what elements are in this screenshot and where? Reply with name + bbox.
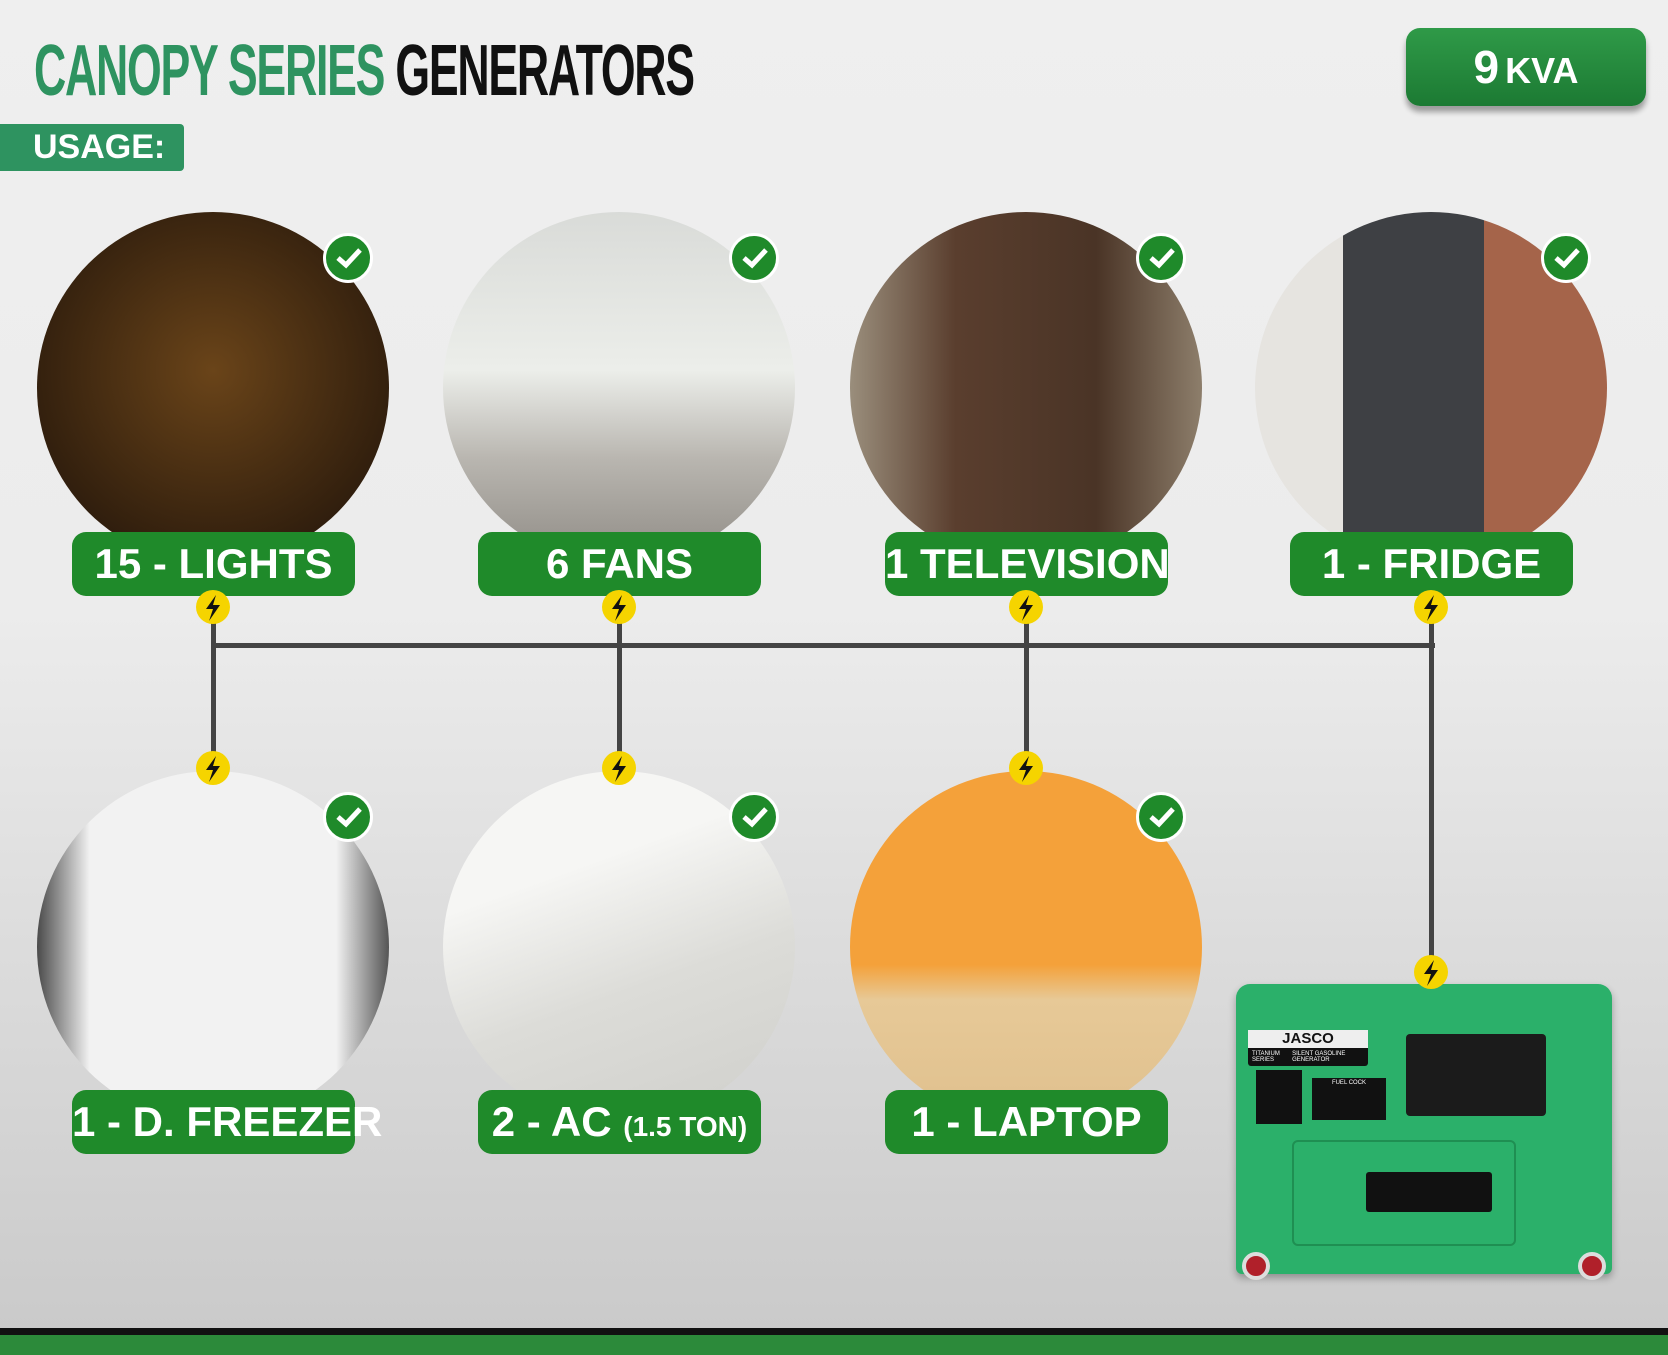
check-icon bbox=[1541, 233, 1591, 283]
check-icon bbox=[323, 792, 373, 842]
lightning-bolt-icon bbox=[602, 590, 636, 624]
footer-bar bbox=[0, 1328, 1668, 1355]
lightning-bolt-icon bbox=[1414, 955, 1448, 989]
page-title: CANOPY SERIES GENERATORS bbox=[34, 30, 695, 112]
control-panel bbox=[1406, 1034, 1546, 1116]
service-door bbox=[1292, 1140, 1516, 1246]
wire bbox=[1024, 607, 1029, 768]
capacity-unit: KVA bbox=[1505, 50, 1579, 91]
generator-brand: JASCO bbox=[1248, 1030, 1368, 1048]
lightning-bolt-icon bbox=[196, 590, 230, 624]
appliance-label: 1 - FRIDGE bbox=[1290, 532, 1573, 596]
brand-plate: JASCO TITANIUM SERIES SILENT GASOLINE GEN… bbox=[1248, 1030, 1368, 1066]
lightning-bolt-icon bbox=[1009, 751, 1043, 785]
pull-handle bbox=[1256, 1070, 1302, 1124]
fuel-cock-panel: FUEL COCK bbox=[1312, 1078, 1386, 1120]
lightning-bolt-icon bbox=[1009, 590, 1043, 624]
lightning-bolt-icon bbox=[1414, 590, 1448, 624]
ac-capacity: (1.5 TON) bbox=[623, 1111, 748, 1142]
appliance-label: 2 - AC (1.5 TON) bbox=[478, 1090, 761, 1154]
check-icon bbox=[1136, 233, 1186, 283]
check-icon bbox=[323, 233, 373, 283]
title-green: CANOPY SERIES bbox=[34, 31, 385, 111]
wheel bbox=[1578, 1252, 1606, 1280]
title-black: GENERATORS bbox=[395, 31, 695, 111]
appliance-label: 15 - LIGHTS bbox=[72, 532, 355, 596]
generator-subtitle: SILENT GASOLINE GENERATOR bbox=[1292, 1051, 1346, 1063]
check-icon bbox=[1136, 792, 1186, 842]
wheel bbox=[1242, 1252, 1270, 1280]
appliance-label: 1 - LAPTOP bbox=[885, 1090, 1168, 1154]
lightning-bolt-icon bbox=[602, 751, 636, 785]
ac-label: 2 - AC bbox=[491, 1098, 612, 1145]
check-icon bbox=[729, 792, 779, 842]
appliance-label: 1 TELEVISION bbox=[885, 532, 1170, 596]
wire bbox=[1429, 607, 1434, 972]
wire bbox=[211, 607, 216, 768]
generator-series: TITANIUM SERIES bbox=[1252, 1051, 1280, 1063]
wire bbox=[617, 607, 622, 768]
generator-image: JASCO TITANIUM SERIES SILENT GASOLINE GEN… bbox=[1236, 984, 1612, 1280]
fuel-cock-label: FUEL COCK bbox=[1331, 1080, 1367, 1086]
capacity-number: 9 bbox=[1473, 41, 1500, 93]
appliance-label: 1 - D. FREEZER bbox=[72, 1090, 382, 1154]
usage-badge: USAGE: bbox=[0, 124, 184, 171]
wire-horizontal bbox=[211, 643, 1435, 648]
appliance-label: 6 FANS bbox=[478, 532, 761, 596]
check-icon bbox=[729, 233, 779, 283]
lightning-bolt-icon bbox=[196, 751, 230, 785]
